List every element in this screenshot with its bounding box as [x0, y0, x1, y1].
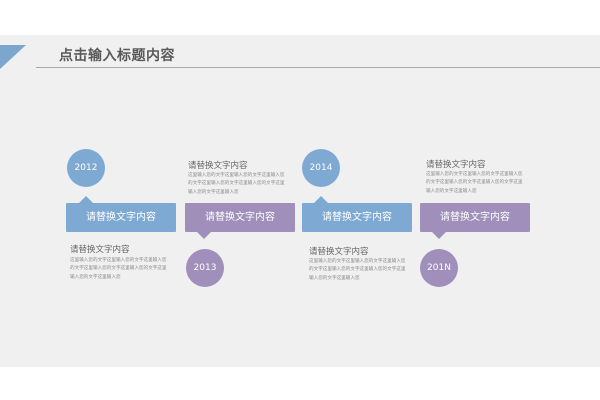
slide-title[interactable]: 点击输入标题内容: [59, 48, 175, 64]
pointer-up-3: [314, 196, 328, 203]
pointer-down-2: [197, 232, 211, 239]
slide-background: [0, 35, 600, 367]
corner-accent-shape: [0, 45, 26, 69]
milestone-box-3[interactable]: 请替换文字内容: [302, 203, 412, 232]
year-circle-1[interactable]: 2012: [67, 149, 105, 187]
milestone-heading-2[interactable]: 请替换文字内容: [188, 161, 248, 171]
milestone-text-2[interactable]: 这里输入您的文字这里输入您的文字这里输入您的文字这里输入您的文字这里输入您的文字…: [188, 173, 285, 195]
pointer-down-4: [432, 232, 446, 239]
title-divider: [36, 67, 600, 68]
pointer-up-1: [79, 196, 93, 203]
milestone-box-1[interactable]: 请替换文字内容: [66, 203, 176, 232]
milestone-heading-3[interactable]: 请替换文字内容: [309, 247, 369, 257]
year-circle-2[interactable]: 2013: [186, 249, 224, 287]
milestone-heading-1[interactable]: 请替换文字内容: [70, 245, 130, 255]
milestone-box-4[interactable]: 请替换文字内容: [420, 203, 530, 232]
milestone-text-3[interactable]: 这里输入您的文字这里输入您的文字这里输入您的文字这里输入您的文字这里输入您的文字…: [309, 259, 406, 281]
year-circle-3[interactable]: 2014: [302, 149, 340, 187]
milestone-text-1[interactable]: 这里输入您的文字这里输入您的文字这里输入您的文字这里输入您的文字这里输入您的文字…: [70, 258, 167, 280]
milestone-heading-4[interactable]: 请替换文字内容: [426, 160, 486, 170]
year-circle-4[interactable]: 201N: [420, 249, 458, 287]
milestone-box-2[interactable]: 请替换文字内容: [185, 203, 295, 232]
milestone-text-4[interactable]: 这里输入您的文字这里输入您的文字这里输入您的文字这里输入您的文字这里输入您的文字…: [426, 172, 523, 194]
